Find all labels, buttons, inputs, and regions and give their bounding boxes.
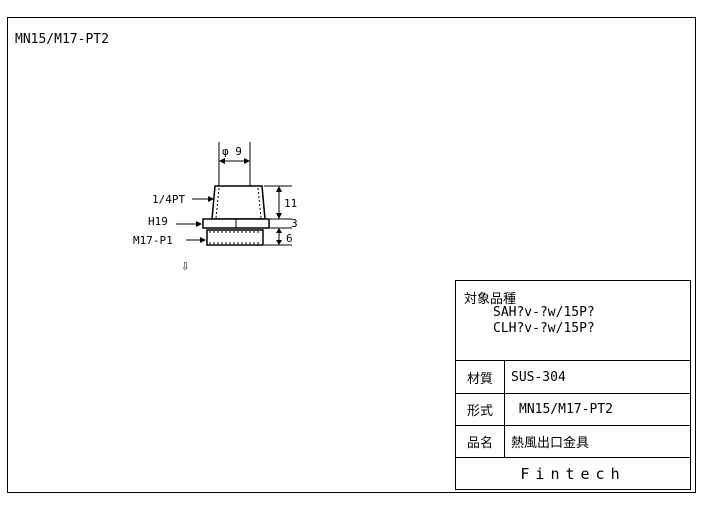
company-row: Fintech [456,457,690,489]
diameter-label: φ 9 [222,145,242,158]
target-model-2: CLH?v-?w/15P? [493,321,595,336]
diameter-arrow-left [219,158,225,164]
material-value: SUS-304 [511,369,566,385]
model-row: 形式 MN15/M17-PT2 [456,393,690,425]
dim-hex-value: 3 [291,217,298,230]
dim-lower-value: 6 [286,232,293,245]
target-model-1: SAH?v-?w/15P? [493,305,595,320]
part-code: MN15/M17-PT2 [15,32,109,47]
name-value: 熱風出口金具 [511,436,590,451]
material-key: 材質 [456,361,505,393]
drawing-frame [7,17,696,493]
dim-upper-arrow-bottom [276,213,282,219]
target-label: 対象品種 [464,292,517,307]
hex-label: H19 [148,215,168,228]
thread-bottom-leader-arrow [200,237,206,243]
dim-upper-arrow-top [276,186,282,192]
name-row: 品名 熱風出口金具 [456,425,690,457]
dim-lower-arrow-bottom [276,240,282,245]
upper-threaded-body [211,185,266,220]
upper-thread-line-left [215,187,220,219]
hex-leader-arrow [196,221,202,227]
lower-threaded-body [206,229,264,246]
thread-top-label: 1/4PT [152,193,185,206]
thread-top-leader-arrow [208,196,214,202]
name-key: 品名 [456,426,505,457]
model-value: MN15/M17-PT2 [519,402,613,417]
diameter-arrow-right [244,158,250,164]
title-block: 対象品種 SAH?v-?w/15P? CLH?v-?w/15P? 材質 SUS-… [455,280,691,490]
dim-lower-arrow-top [276,228,282,233]
dim-upper-value: 11 [284,197,297,210]
model-key: 形式 [456,394,505,425]
thread-bottom-label: M17-P1 [133,234,173,247]
material-row: 材質 SUS-304 [456,360,690,393]
flow-direction-icon: ⇩ [181,258,189,274]
upper-thread-line-right [257,187,262,219]
company-name: Fintech [520,465,626,483]
